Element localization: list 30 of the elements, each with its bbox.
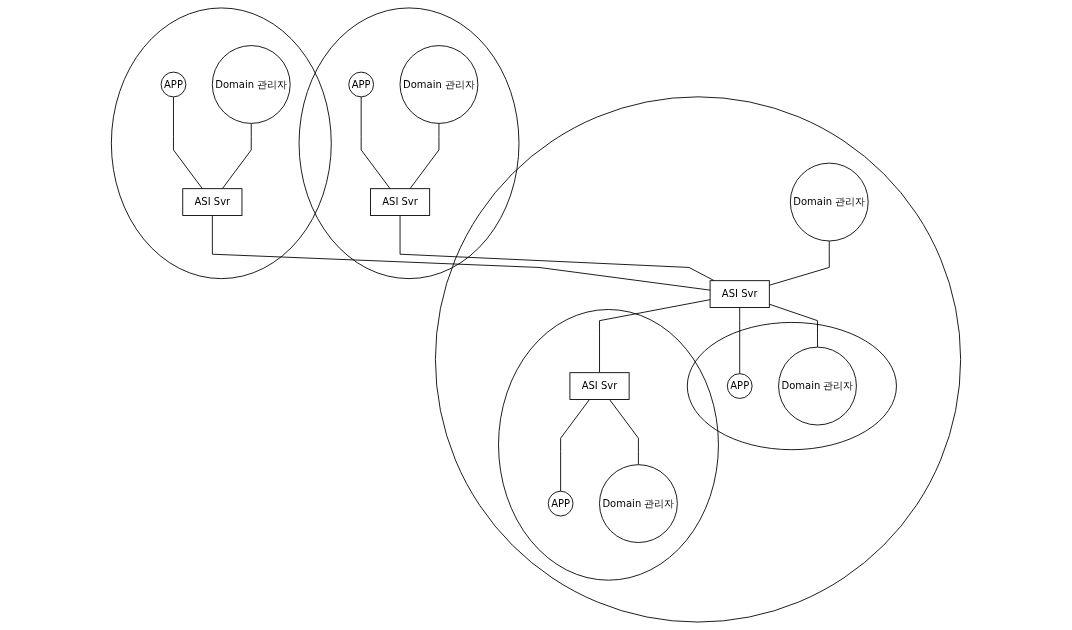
connector (360, 96, 391, 190)
connector (409, 123, 440, 190)
node-circle: Domain 관리자 (778, 346, 857, 426)
node-circle: APP (160, 71, 187, 98)
connector (739, 307, 741, 375)
connector (211, 215, 711, 291)
connector (221, 123, 252, 190)
node-box: ASI Svr (569, 372, 630, 400)
connector (768, 240, 830, 286)
node-box: ASI Svr (182, 188, 243, 216)
cluster (298, 7, 520, 280)
node-box: ASI Svr (370, 188, 431, 216)
connector (560, 399, 590, 492)
cluster (498, 309, 719, 581)
node-box: ASI Svr (709, 280, 770, 308)
node-circle: Domain 관리자 (399, 45, 479, 124)
node-circle: APP (348, 71, 374, 98)
node-circle: Domain 관리자 (599, 464, 678, 543)
node-circle: APP (547, 490, 574, 517)
connector (599, 299, 711, 374)
cluster (110, 7, 332, 280)
connector (609, 399, 639, 466)
connector (768, 303, 818, 348)
connector (173, 96, 203, 190)
node-circle: Domain 관리자 (789, 162, 869, 242)
node-circle: APP (726, 373, 753, 399)
cluster (686, 322, 897, 451)
connector (399, 215, 715, 282)
cluster (434, 96, 962, 623)
node-circle: Domain 관리자 (211, 45, 291, 124)
